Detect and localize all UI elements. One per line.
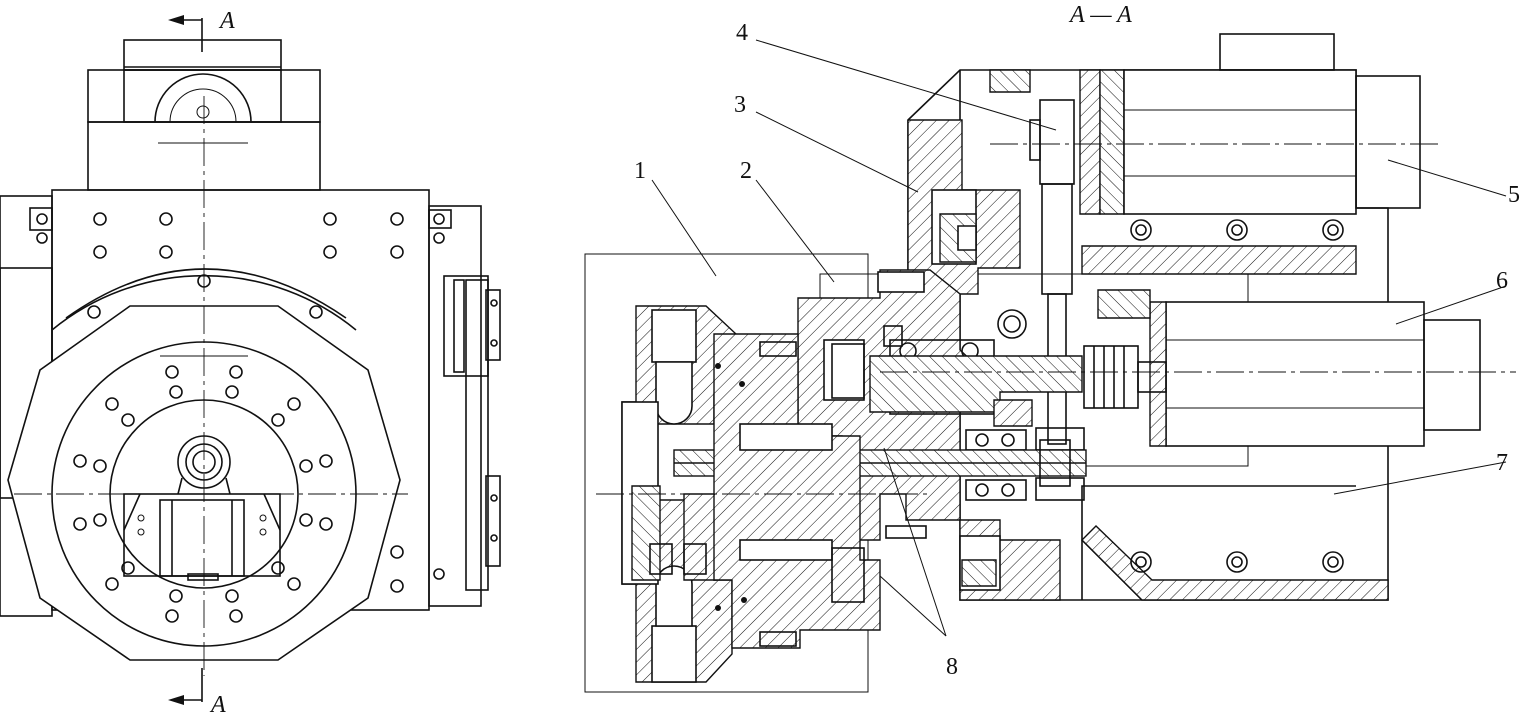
- callout-8: 8: [946, 654, 958, 680]
- motor-5: [1123, 69, 1357, 215]
- callout-2: 2: [740, 158, 752, 184]
- callout-7: 7: [1496, 450, 1508, 476]
- callout-6: 6: [1496, 268, 1508, 294]
- section-mark-top: A: [218, 8, 235, 34]
- bolt-circle-holes: [73, 365, 333, 623]
- mounting-holes: [36, 212, 498, 593]
- callout-3: 3: [734, 92, 746, 118]
- section-mark-bottom: A: [209, 692, 226, 714]
- front-view: [0, 15, 501, 705]
- callout-5: 5: [1508, 182, 1520, 208]
- motor-6: [1165, 301, 1425, 447]
- leader-lines: [651, 39, 1507, 637]
- callout-4: 4: [736, 20, 748, 46]
- bolts-top-row: [1130, 219, 1344, 241]
- section-view: [584, 33, 1516, 693]
- callout-1: 1: [634, 158, 646, 184]
- section-title: A — A: [1068, 2, 1132, 28]
- bolts-bottom-row: [1130, 551, 1344, 573]
